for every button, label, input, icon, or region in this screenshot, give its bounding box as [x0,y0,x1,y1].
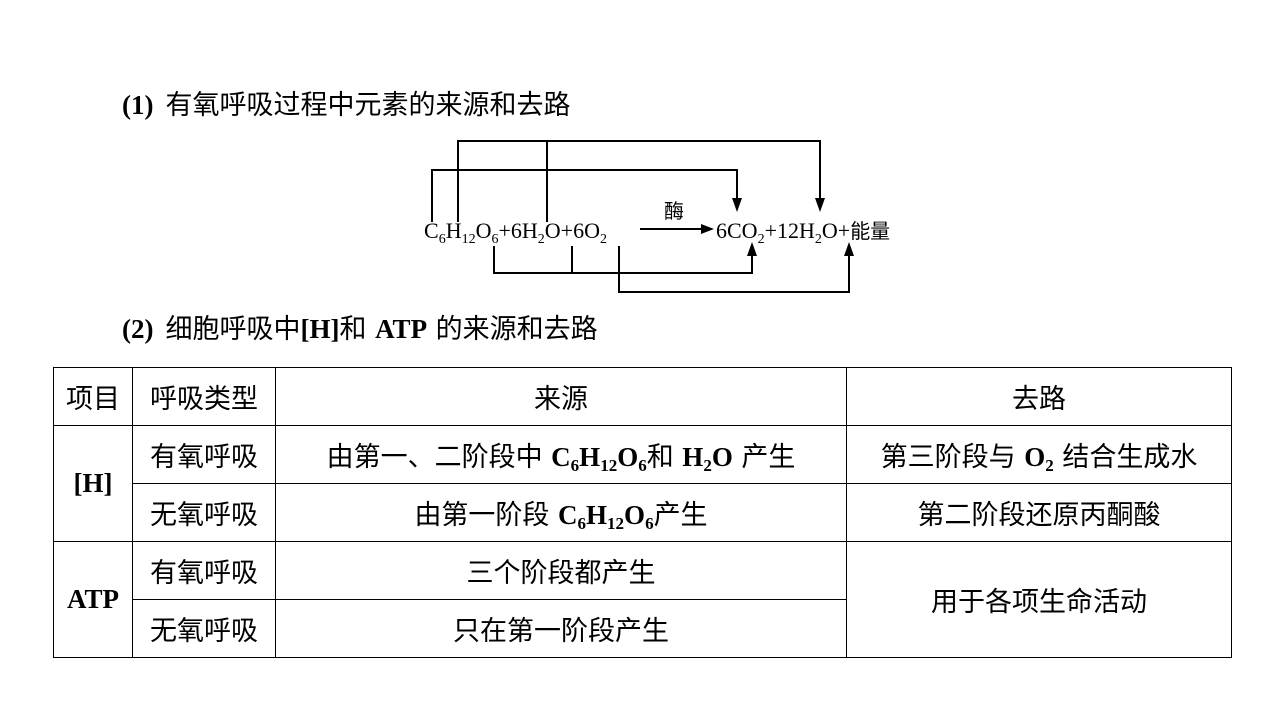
table-row: [H] 有氧呼吸 由第一、二阶段中 C6H12O6和 H2O 产生 第三阶段与 … [53,425,1232,542]
source-cell: 只在第一阶段产生 [275,599,847,658]
enzyme-label: 酶 [664,199,684,223]
equation-reactants: C6​H12​O6​+6H2​O+6O2​ [424,218,607,247]
source-text: 产生 [732,442,796,473]
header-destination: 去路 [846,367,1232,426]
section-2-title-atp: ATP [375,314,428,344]
section-1-title: 有氧呼吸过程中元素的来源和去路 [165,90,571,121]
arrow-head-co2-top [732,198,742,212]
flow-line-h-to-water [457,140,821,222]
arrow-head-co2-bottom [747,242,757,256]
destination-text: 第三阶段与 [880,442,1025,473]
source-text: 由第一、二阶段中 [326,442,552,473]
arrow-heads [701,198,854,256]
arrow-head-water-top [815,198,825,212]
water-formula: H2O [682,442,733,475]
section-1-heading: (1) 有氧呼吸过程中元素的来源和去路 [122,88,570,123]
header-source: 来源 [275,367,847,426]
flow-line-o2-to-water [618,246,850,293]
section-2-heading: (2) 细胞呼吸中[H]和 ATP 的来源和去路 [122,312,598,347]
section-2-title-prefix: 细胞呼吸中 [165,314,301,345]
destination-cell: 第二阶段还原丙酮酸 [846,483,1232,542]
oxygen-formula: O2 [1024,442,1054,475]
destination-cell: 第三阶段与 O2 结合生成水 [846,425,1232,484]
flow-line-glucose-to-co2 [431,169,738,222]
type-cell: 有氧呼吸 [132,541,276,600]
source-text: 和 [646,442,683,473]
glucose-formula: C6H12O6 [558,500,654,533]
destination-text: 结合生成水 [1053,442,1198,473]
section-2-title-h: [H] [300,314,340,344]
table-row: 无氧呼吸 只在第一阶段产生 [54,599,1232,658]
h-atp-source-destination-table: 项目 呼吸类型 来源 去路 [H] 有氧呼吸 由第一、二阶段中 C6H12O6和… [53,367,1232,658]
source-text: 由第一阶段 [414,500,559,531]
table-row: 无氧呼吸 由第一阶段 C6H12O6产生 第二阶段还原丙酮酸 [54,483,1232,542]
section-2-number: (2) [122,314,154,344]
table-row: ATP 有氧呼吸 三个阶段都产生 用于各项生命活动 [53,541,1232,658]
group-label-h: [H] [53,425,133,542]
section-2-title-suffix: 的来源和去路 [427,314,598,345]
element-flow-lines [431,140,850,293]
type-cell: 无氧呼吸 [132,483,276,542]
flow-line-h2o-to-co2 [493,246,753,274]
type-cell: 有氧呼吸 [132,425,276,484]
group-label-atp: ATP [53,541,133,658]
header-item: 项目 [53,367,133,426]
section-2-title-mid: 和 [339,314,376,345]
destination-cell: 用于各项生命活动 [846,541,1232,658]
source-cell: 由第一、二阶段中 C6H12O6和 H2O 产生 [275,425,847,484]
source-cell: 由第一阶段 C6H12O6产生 [275,483,847,542]
glucose-formula: C6H12O6 [551,442,647,475]
source-cell: 三个阶段都产生 [275,541,847,600]
arrow-head-water-bottom [844,242,854,256]
section-1-number: (1) [122,90,154,120]
source-text: 产生 [653,500,708,531]
reaction-arrow-head [701,224,714,234]
header-type: 呼吸类型 [132,367,276,426]
type-cell: 无氧呼吸 [132,599,276,658]
equation-products: 6CO2​+12H2​O+能量 [716,218,890,247]
table-header-row: 项目 呼吸类型 来源 去路 [53,367,1232,426]
